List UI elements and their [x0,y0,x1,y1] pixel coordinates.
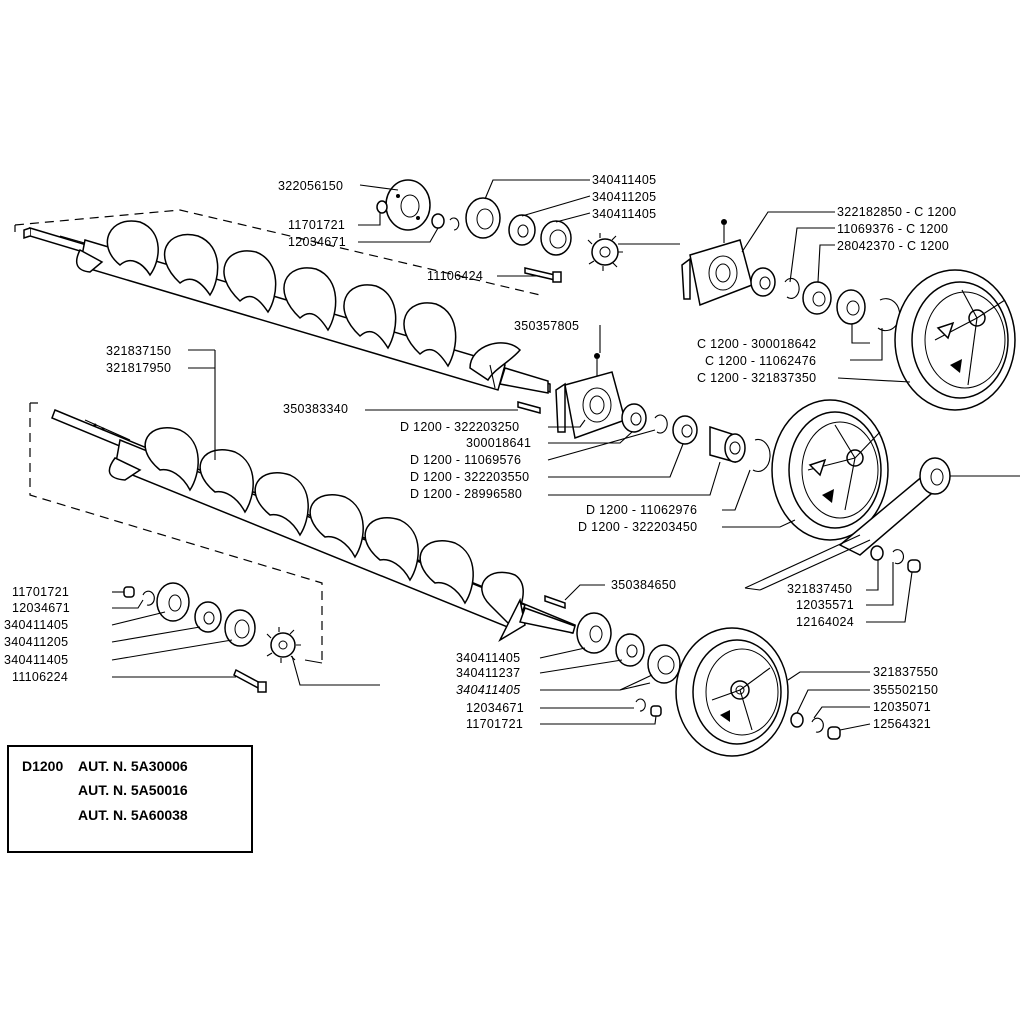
label-340411405-bot1: 340411405 [456,651,520,665]
label-340411405-a: 340411405 [592,173,656,187]
label-11062976: D 1200 - 11062976 [586,503,697,517]
label-11106424: 11106424 [427,269,483,283]
model-info-box: D1200 AUT. N. 5A30006 AUT. N. 5A50016 AU… [7,745,253,853]
label-12034671-left: 12034671 [12,601,70,615]
info-model: D1200 [22,758,63,774]
label-340411405-left1: 340411405 [4,618,68,632]
label-12164024: 12164024 [796,615,854,629]
label-322203550: D 1200 - 322203550 [410,470,529,484]
label-11069576: D 1200 - 11069576 [410,453,521,467]
label-321837350: C 1200 - 321837350 [697,371,816,385]
label-340411405-left2: 340411405 [4,653,68,667]
label-340411205-top: 340411205 [592,190,656,204]
label-340411205-left: 340411205 [4,635,68,649]
label-321837150: 321837150 [106,344,171,358]
label-321837450: 321837450 [787,582,852,596]
label-350384650: 350384650 [611,578,676,592]
label-28042370: 28042370 - C 1200 [837,239,949,253]
label-12564321: 12564321 [873,717,931,731]
label-350383340: 350383340 [283,402,348,416]
label-11069376: 11069376 - C 1200 [837,222,948,236]
part-labels: 322056150 11701721 12034671 340411405 34… [4,173,956,731]
upper-auger [14,209,551,394]
label-11062476: C 1200 - 11062476 [705,354,816,368]
label-11701721-bot: 11701721 [466,717,523,731]
label-321837550: 321837550 [873,665,938,679]
label-11701721-top: 11701721 [288,218,345,232]
label-355502150: 355502150 [873,683,938,697]
label-11106224: 11106224 [12,670,68,684]
label-12035571: 12035571 [796,598,854,612]
upper-flights [106,220,522,382]
label-300018641: 300018641 [466,436,531,450]
label-350357805: 350357805 [514,319,579,333]
label-321817950: 321817950 [106,361,171,375]
middle-bearing-cluster [517,353,1020,591]
label-12035071: 12035071 [873,700,931,714]
pulley-lower [675,627,789,757]
leader-lines [111,179,913,731]
lower-left-cluster [123,582,380,693]
label-322203250: D 1200 - 322203250 [400,420,519,434]
label-12034671-bot: 12034671 [466,701,524,715]
upper-right-cluster [681,219,1016,411]
label-322182850: 322182850 - C 1200 [837,205,956,219]
label-322203450: D 1200 - 322203450 [578,520,697,534]
label-300018642: C 1200 - 300018642 [697,337,816,351]
label-11701721-left: 11701721 [12,585,69,599]
label-12034671-top: 12034671 [288,235,346,249]
top-bearing-cluster [376,179,680,283]
pulley-upper [894,269,1016,411]
label-340411405-b: 340411405 [592,207,656,221]
lower-auger [29,402,576,664]
gear-lower [266,627,301,663]
info-line-1: AUT. N. 5A30006 [78,758,188,774]
pulley-middle [771,399,889,541]
info-line-2: AUT. N. 5A50016 [78,782,188,798]
info-line-3: AUT. N. 5A60038 [78,807,188,823]
gear-top [587,233,623,271]
label-340411405-bot2: 340411405 [456,683,520,697]
label-340411237: 340411237 [456,666,520,680]
lower-flights [144,427,524,627]
label-28996580: D 1200 - 28996580 [410,487,522,501]
label-322056150: 322056150 [278,179,343,193]
bottom-center-cluster [544,594,841,757]
